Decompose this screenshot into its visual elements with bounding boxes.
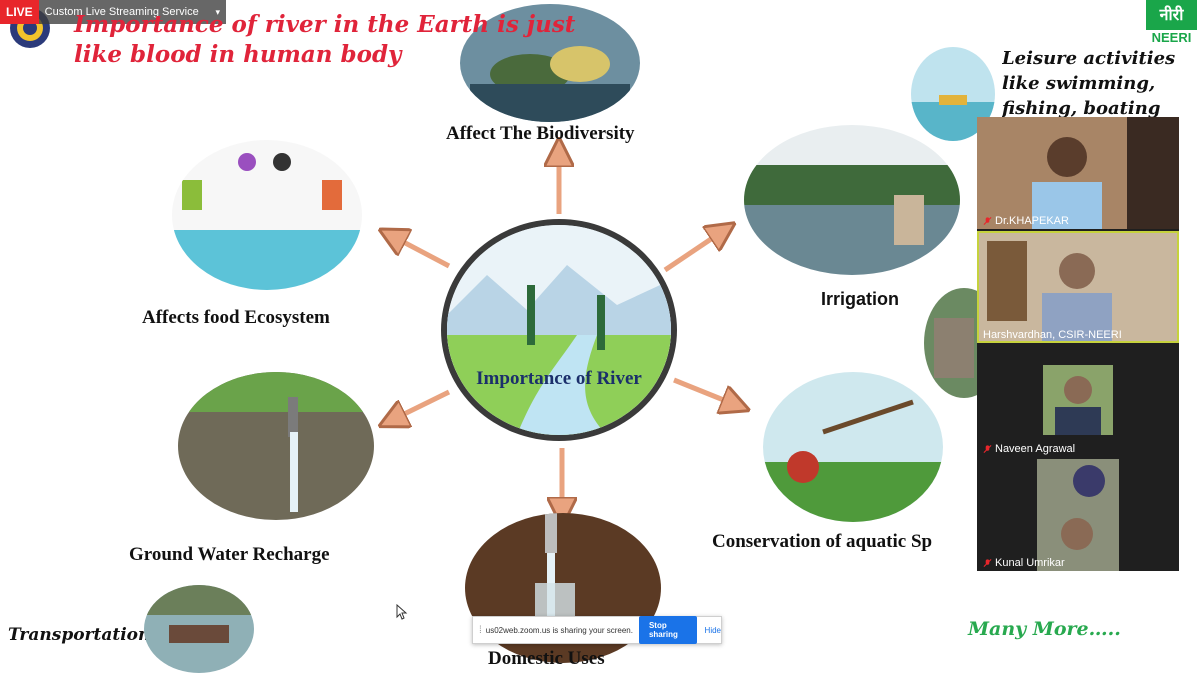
participant-tile[interactable]: Kunal Umrikar: [977, 459, 1179, 571]
hide-link[interactable]: Hide: [704, 625, 721, 635]
participant-tile[interactable]: Naveen Agrawal: [977, 345, 1179, 457]
label-biodiversity: Affect The Biodiversity: [446, 123, 635, 144]
headline-line-2: like blood in human body: [74, 41, 402, 68]
muted-mic-icon: [983, 217, 992, 225]
food-ecosystem-photo: [172, 140, 362, 290]
neeri-logo: नीरी NEERI: [1146, 0, 1197, 48]
participant-name: Kunal Umrikar: [983, 557, 1065, 569]
label-domestic: Domestic Uses: [488, 648, 605, 669]
label-transportation: Transportation: [8, 625, 151, 645]
participant-video: [977, 345, 1179, 457]
arrow-groundwater: [392, 389, 451, 420]
live-stream-bar[interactable]: LIVE Custom Live Streaming Service ▾: [0, 0, 226, 24]
chevron-down-icon[interactable]: ▾: [215, 6, 220, 17]
arrow-conservation: [673, 377, 736, 405]
drag-handle-icon[interactable]: ⁞: [479, 624, 482, 636]
leisure-text: Leisure activities like swimming, fishin…: [1002, 46, 1175, 118]
participant-name: Dr.KHAPEKAR: [983, 215, 1069, 227]
leisure-line-1: Leisure activities: [1002, 48, 1176, 69]
participants-panel: Dr.KHAPEKAR Harshvardhan, CSIR-NEERI Nav…: [977, 117, 1179, 571]
conservation-photo: [763, 372, 943, 522]
arrow-food: [392, 236, 451, 269]
irrigation-photo: [744, 125, 960, 275]
screen-share-bar: ⁞ us02web.zoom.us is sharing your screen…: [472, 616, 722, 644]
participant-name: Harshvardhan, CSIR-NEERI: [983, 329, 1122, 341]
participant-video: [977, 459, 1179, 571]
muted-mic-icon: [983, 559, 992, 567]
label-food-ecosystem: Affects food Ecosystem: [142, 307, 330, 328]
participant-tile-active-speaker[interactable]: Harshvardhan, CSIR-NEERI: [977, 231, 1179, 343]
stop-sharing-button[interactable]: Stop sharing: [638, 616, 697, 644]
center-label: Importance of River: [476, 368, 642, 389]
neeri-logo-devanagari: नीरी: [1146, 0, 1197, 30]
participant-video: [977, 231, 1179, 343]
headline-line-1: Importance of river in the Earth is just: [74, 11, 576, 38]
center-river-circle: [441, 219, 677, 441]
groundwater-photo: [178, 372, 374, 520]
neeri-logo-word: NEERI: [1151, 30, 1192, 45]
arrow-irrigation: [663, 231, 723, 273]
participant-name: Naveen Agrawal: [983, 443, 1075, 455]
participant-video: [977, 117, 1179, 229]
label-conservation: Conservation of aquatic Sp: [712, 531, 933, 552]
many-more-text: Many More…..: [968, 618, 1121, 640]
participant-tile[interactable]: Dr.KHAPEKAR: [977, 117, 1179, 229]
live-service-label: Custom Live Streaming Service: [44, 6, 199, 18]
leisure-line-3: fishing, boating: [1002, 98, 1161, 118]
leisure-line-2: like swimming,: [1002, 73, 1156, 94]
mouse-cursor-icon: [396, 604, 408, 620]
transportation-photo: [144, 585, 254, 673]
slide-headline: Importance of river in the Earth is just…: [74, 10, 575, 70]
muted-mic-icon: [983, 445, 992, 453]
label-groundwater: Ground Water Recharge: [129, 544, 330, 565]
label-irrigation: Irrigation: [821, 289, 900, 309]
live-badge: LIVE: [0, 0, 39, 24]
river-illustration: [447, 225, 671, 435]
share-status-text: us02web.zoom.us is sharing your screen.: [485, 625, 633, 635]
biodiversity-photo: [460, 4, 640, 122]
